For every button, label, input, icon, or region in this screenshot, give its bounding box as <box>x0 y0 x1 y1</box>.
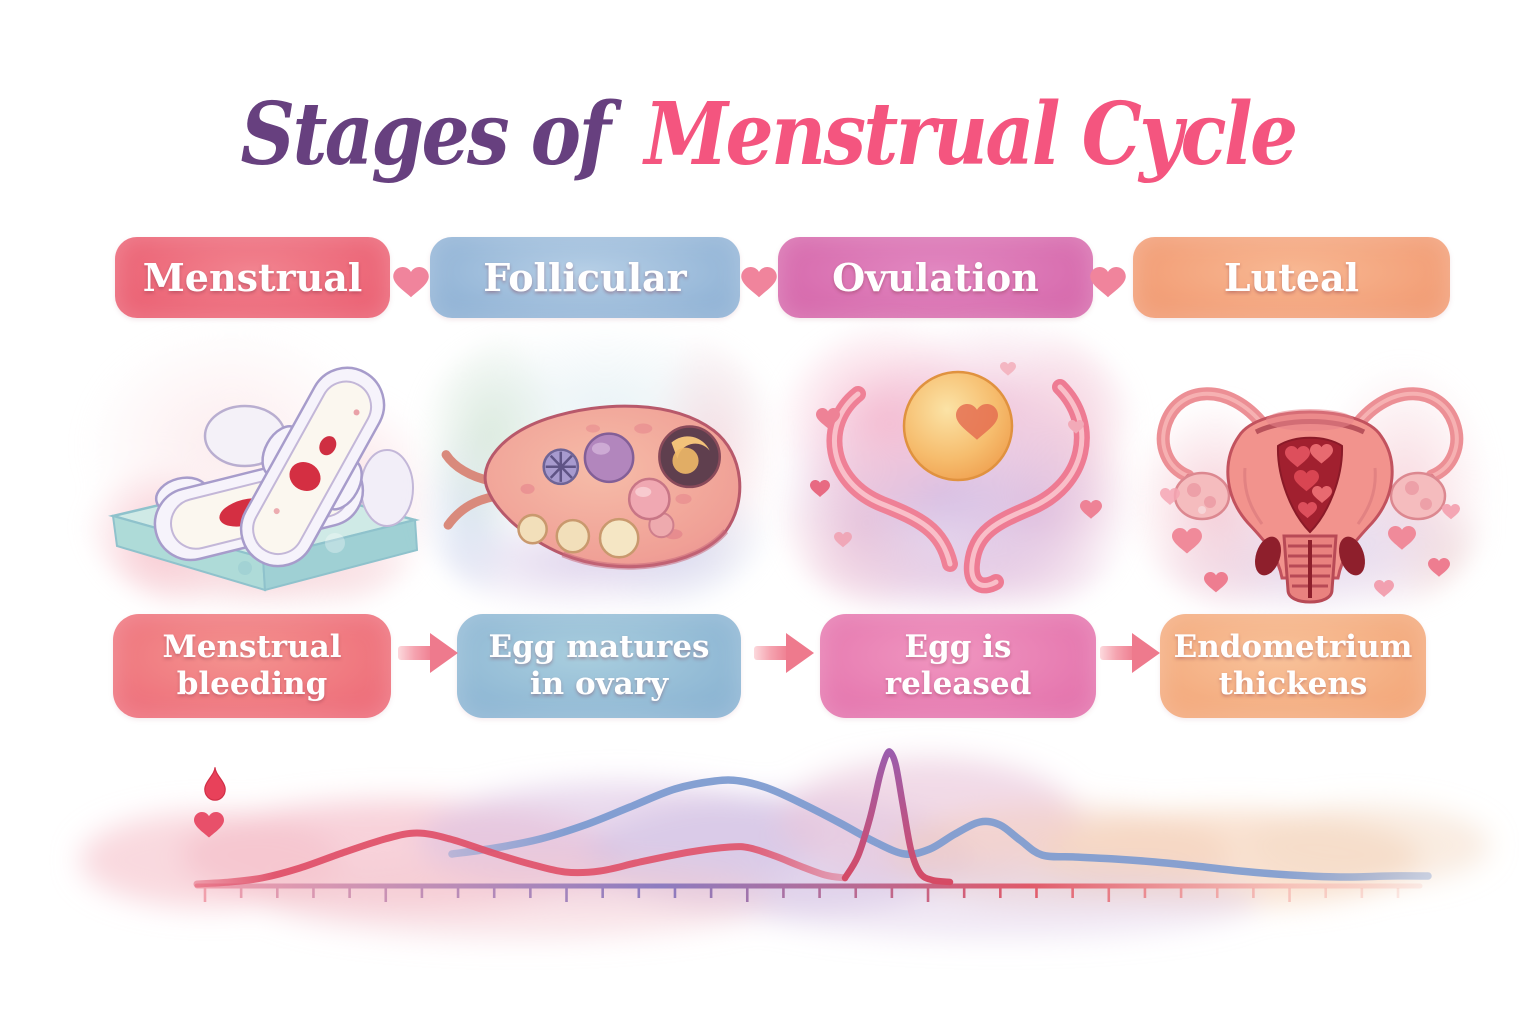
red-hormone-curve <box>193 829 849 888</box>
desc-box-ovulation: Egg is released <box>820 614 1096 718</box>
uterus-drawing <box>1156 387 1464 604</box>
chart-watercolor-wash <box>80 758 1490 938</box>
arrow-right-icon <box>754 633 814 673</box>
chart-icons <box>194 766 226 838</box>
illustration-ovulation-egg <box>774 318 1138 618</box>
desc-box-luteal: Endometrium thickens <box>1160 614 1426 718</box>
desc-line: Egg matures <box>488 628 710 665</box>
desc-line: bleeding <box>176 666 328 702</box>
desc-line: released <box>884 666 1032 702</box>
page-title: Stages of Menstrual Cycle <box>92 84 1444 185</box>
illustration-menstrual-pads <box>81 324 439 614</box>
stage-chip-luteal: Luteal <box>1133 237 1450 318</box>
stage-label: Luteal <box>1223 255 1360 300</box>
egg-release-drawing <box>810 362 1102 594</box>
blood-drop-icon <box>204 766 226 801</box>
ovary-cross-section-drawing <box>441 404 742 570</box>
arrow-right-icon <box>398 633 458 673</box>
stage-chip-menstrual: Menstrual <box>115 237 390 318</box>
stage-chip-ovulation: Ovulation <box>778 237 1093 318</box>
desc-box-follicular: Egg matures in ovary <box>457 614 741 718</box>
illustration-ovary-follicles <box>418 324 778 614</box>
desc-line: Endometrium <box>1173 628 1413 665</box>
blue-hormone-curve <box>448 776 1432 881</box>
illustration-uterus <box>1128 314 1492 618</box>
desc-line: in ovary <box>529 666 669 702</box>
sanitary-pads-drawing <box>108 366 420 592</box>
stage-label: Ovulation <box>832 255 1039 300</box>
arrow-right-icon <box>1100 633 1160 673</box>
stage-chip-follicular: Follicular <box>430 237 740 318</box>
chart-curves <box>193 748 1432 888</box>
lh-surge-spike <box>841 748 954 886</box>
chart-x-axis <box>194 883 1423 902</box>
desc-line: Menstrual <box>162 628 342 665</box>
desc-line: Egg is <box>904 628 1012 665</box>
desc-line: thickens <box>1218 666 1368 702</box>
stage-label: Menstrual <box>142 255 363 300</box>
title-prefix: Stages of <box>240 84 611 185</box>
stage-label: Follicular <box>483 255 687 300</box>
title-highlight: Menstrual Cycle <box>644 84 1298 185</box>
desc-box-menstrual: Menstrual bleeding <box>113 614 391 718</box>
